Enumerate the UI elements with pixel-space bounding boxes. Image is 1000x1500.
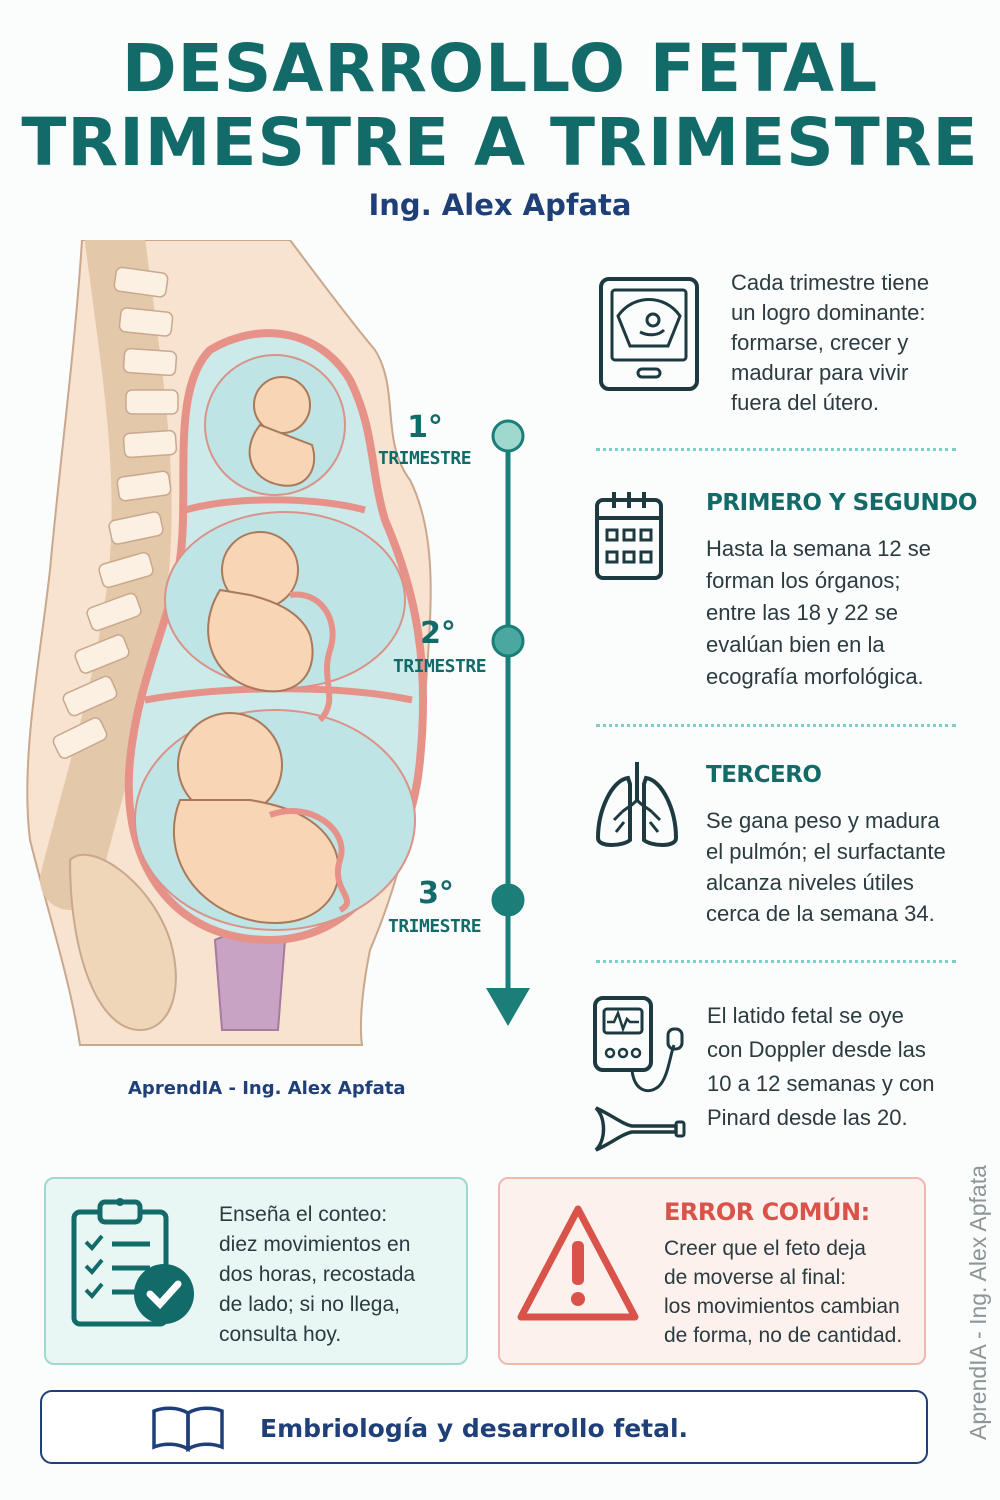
pinard-horn-icon bbox=[594, 1106, 686, 1152]
page-title-line1: DESARROLLO FETAL bbox=[121, 30, 879, 107]
divider-3 bbox=[596, 960, 956, 963]
doppler-device-icon bbox=[593, 996, 684, 1093]
third-heading: TERCERO bbox=[706, 762, 822, 788]
page-title-line2: TRIMESTRE A TRIMESTRE bbox=[21, 104, 979, 181]
first-second-heading: PRIMERO Y SEGUNDO bbox=[706, 490, 977, 516]
open-book-icon bbox=[152, 1406, 224, 1453]
error-heading: ERROR COMÚN: bbox=[664, 1198, 870, 1226]
error-text: Creer que el feto deja de moverse al fin… bbox=[664, 1237, 903, 1347]
umbilical-cord-3 bbox=[268, 808, 350, 913]
third-text: Se gana peso y madura el pulmón; el surf… bbox=[706, 808, 946, 926]
calendar-icon bbox=[595, 492, 663, 580]
divider-1 bbox=[596, 448, 956, 451]
trimester-3-number: 3° bbox=[418, 876, 454, 911]
pelvis bbox=[68, 853, 177, 1032]
trimester-2-label: TRIMESTRE bbox=[393, 656, 487, 677]
vertebrae bbox=[52, 266, 179, 759]
trimester-1-number: 1° bbox=[407, 410, 443, 445]
ultrasound-tablet-icon bbox=[599, 277, 699, 391]
timeline-dot-1 bbox=[491, 419, 525, 453]
watermark: AprendIA - Ing. Alex Apfata bbox=[965, 1165, 991, 1440]
heartbeat-text: El latido fetal se oye con Doppler desde… bbox=[707, 1003, 935, 1130]
umbilical-cord-2 bbox=[289, 591, 336, 723]
trimester-3-label: TRIMESTRE bbox=[388, 916, 482, 937]
tip-text: Enseña el conteo: diez movimientos en do… bbox=[219, 1203, 416, 1346]
lungs-icon bbox=[595, 762, 679, 847]
trimester-1-label: TRIMESTRE bbox=[378, 448, 472, 469]
illustration-credit: AprendIA - Ing. Alex Apfata bbox=[128, 1078, 406, 1099]
spine bbox=[40, 240, 172, 910]
error-box bbox=[498, 1177, 926, 1365]
first-second-text: Hasta la semana 12 se forman los órganos… bbox=[706, 536, 932, 689]
pregnancy-illustration bbox=[26, 240, 530, 1046]
clipboard-check-icon bbox=[71, 1198, 194, 1327]
fetus-second-trimester bbox=[207, 531, 314, 693]
author-name: Ing. Alex Apfata bbox=[368, 188, 632, 222]
timeline-dot-3 bbox=[491, 883, 525, 917]
intro-text: Cada trimestre tiene un logro dominante:… bbox=[731, 270, 930, 415]
timeline-dot-2 bbox=[491, 624, 525, 658]
cervix bbox=[213, 931, 287, 1031]
fetus-first-trimester bbox=[248, 376, 316, 487]
warning-triangle-icon bbox=[517, 1205, 639, 1321]
divider-2 bbox=[596, 724, 956, 727]
timeline-arrow bbox=[486, 988, 530, 1026]
footer-text: Embriología y desarrollo fetal. bbox=[260, 1414, 689, 1443]
trimester-2-number: 2° bbox=[420, 616, 456, 651]
fetus-third-trimester bbox=[172, 712, 340, 925]
